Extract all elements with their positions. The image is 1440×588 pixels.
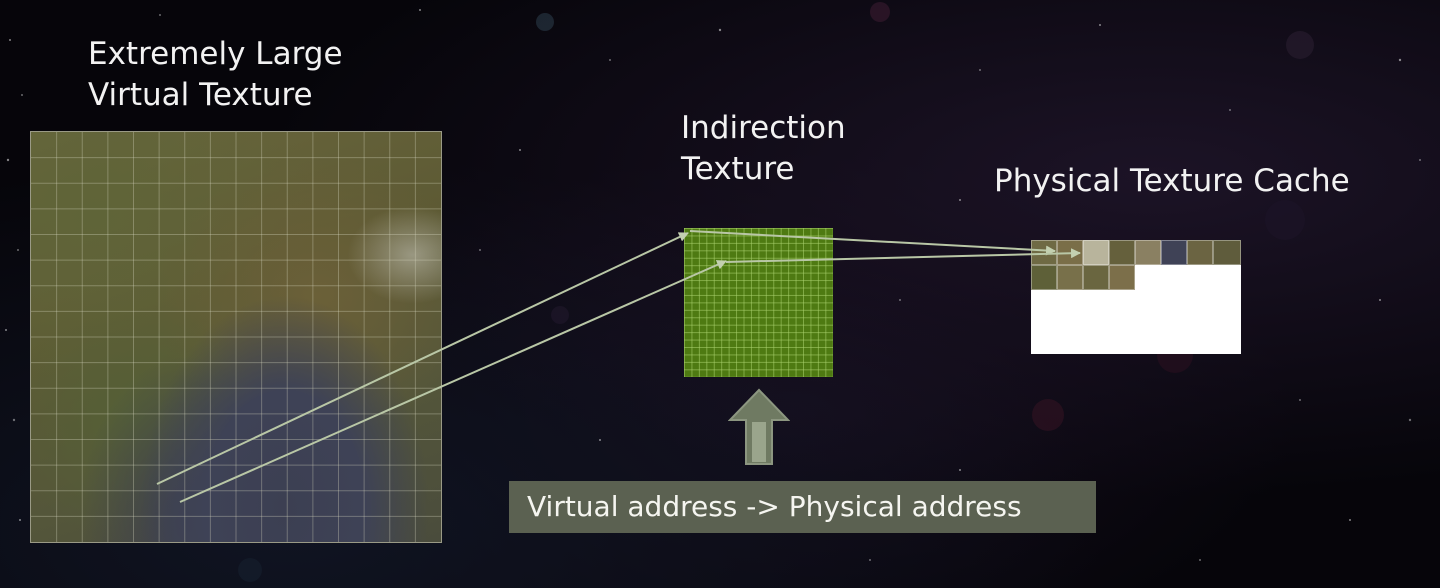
cache-tile [1109,265,1135,290]
physical-texture-cache [1031,240,1241,354]
cache-tile [1057,265,1083,290]
cache-tile [1031,240,1057,265]
virtual-texture-image [30,131,442,543]
cache-tile [1031,265,1057,290]
address-mapping-label: Virtual address -> Physical address [509,481,1096,533]
cache-tile [1135,240,1161,265]
cache-tile [1161,240,1187,265]
cache-tile [1083,240,1109,265]
indirection-texture-title: Indirection Texture [681,110,846,187]
indirection-texture-grid [684,228,833,377]
up-arrow-icon [728,388,790,465]
cache-tile [1057,240,1083,265]
cache-tile [1083,265,1109,290]
physical-cache-title: Physical Texture Cache [994,163,1350,199]
cache-tile [1187,240,1213,265]
virtual-texture-grid [31,132,441,542]
cache-tile [1213,240,1241,265]
cache-tile [1109,240,1135,265]
virtual-texture-title: Extremely Large Virtual Texture [88,36,343,113]
